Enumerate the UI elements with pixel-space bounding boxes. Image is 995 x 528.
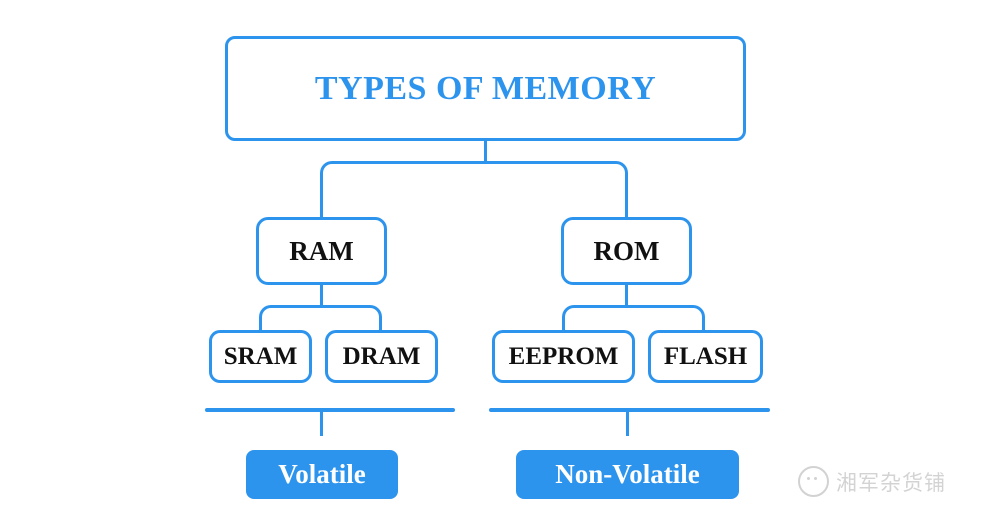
node-sram-label: SRAM xyxy=(223,343,298,370)
node-dram-label: DRAM xyxy=(342,343,421,370)
connector-rom-stem xyxy=(625,285,628,307)
node-dram: DRAM xyxy=(325,330,438,383)
node-eeprom: EEPROM xyxy=(492,330,635,383)
node-root-label: TYPES OF MEMORY xyxy=(314,69,657,107)
node-root-title: TYPES OF MEMORY xyxy=(225,36,746,141)
wechat-official-account-icon xyxy=(798,466,829,497)
connector-root-bracket xyxy=(320,161,628,221)
connector-nonvolatile-stem xyxy=(626,412,629,436)
node-ram: RAM xyxy=(256,217,387,285)
connector-ram-bracket xyxy=(259,305,382,335)
badge-nonvolatile-label: Non-Volatile xyxy=(555,459,700,489)
node-rom: ROM xyxy=(561,217,692,285)
node-flash: FLASH xyxy=(648,330,763,383)
watermark: 湘军杂货铺 xyxy=(798,466,946,497)
connector-volatile-stem xyxy=(320,412,323,436)
connector-root-stem xyxy=(484,141,487,163)
connector-rom-bracket xyxy=(562,305,705,335)
summary-rule-volatile xyxy=(205,408,455,412)
badge-volatile-label: Volatile xyxy=(278,459,366,489)
badge-volatile: Volatile xyxy=(246,450,398,499)
summary-rule-nonvolatile xyxy=(489,408,770,412)
node-rom-label: ROM xyxy=(593,235,660,266)
node-flash-label: FLASH xyxy=(663,343,748,370)
badge-nonvolatile: Non-Volatile xyxy=(516,450,739,499)
node-sram: SRAM xyxy=(209,330,312,383)
node-eeprom-label: EEPROM xyxy=(508,343,619,370)
watermark-label: 湘军杂货铺 xyxy=(836,470,946,495)
node-ram-label: RAM xyxy=(289,235,354,266)
connector-ram-stem xyxy=(320,285,323,307)
